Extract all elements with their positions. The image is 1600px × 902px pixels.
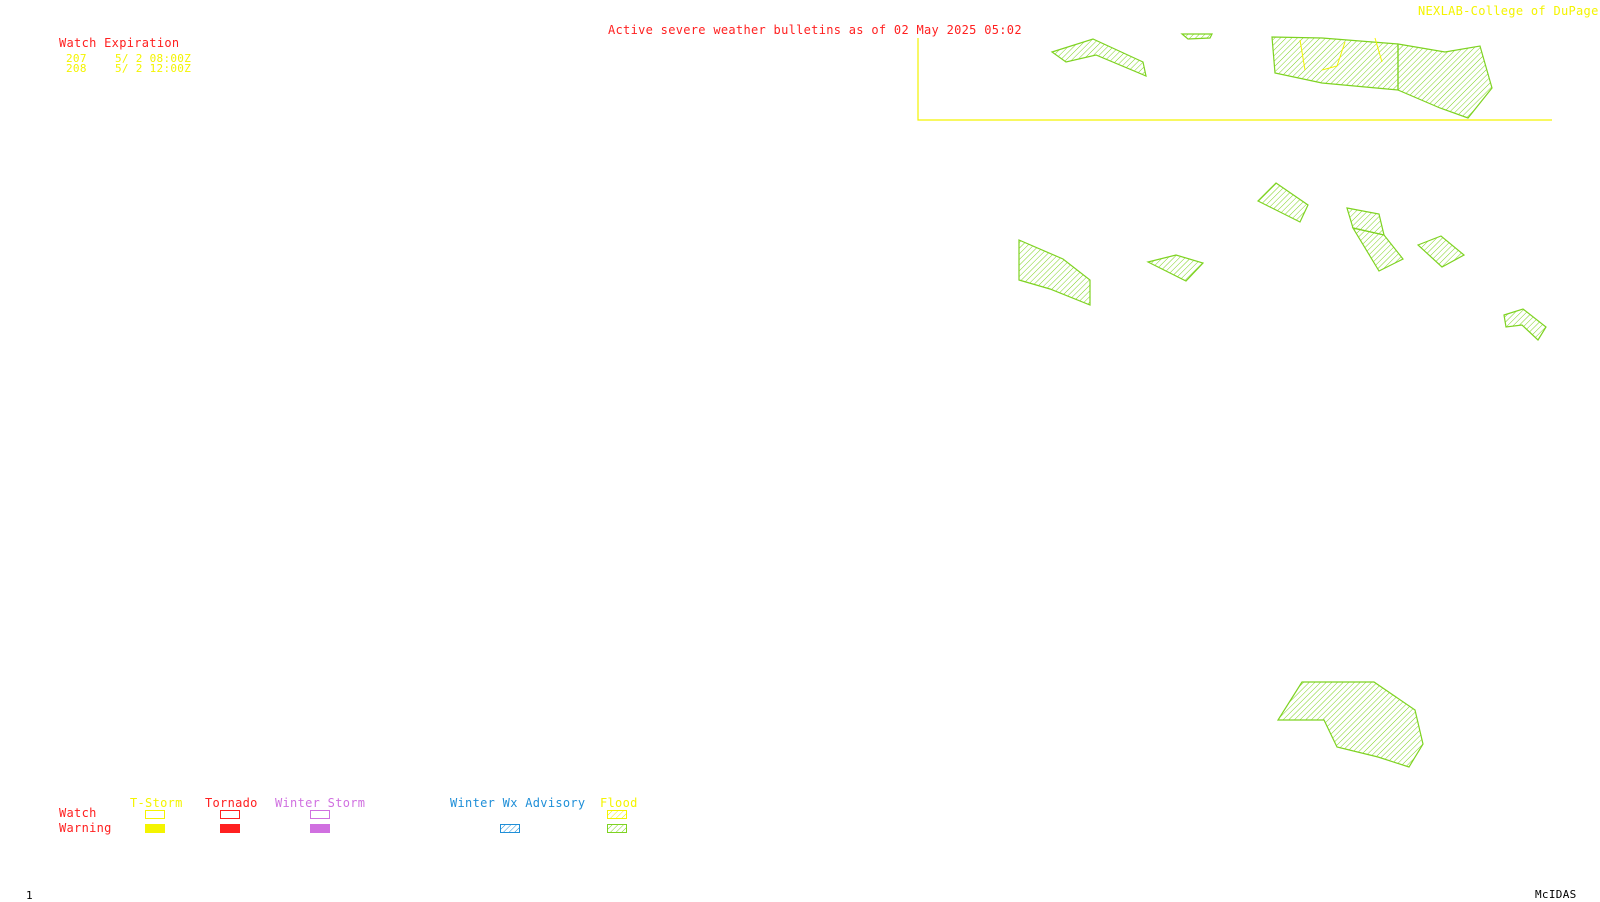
watch-row-207-id: 207 xyxy=(66,52,87,65)
flood-area xyxy=(1256,182,1309,223)
legend-label-flood: Flood xyxy=(600,796,638,810)
flood-areas xyxy=(1018,33,1547,768)
flood-area xyxy=(1351,227,1404,272)
frame-number: 1 xyxy=(26,889,33,902)
flood-area xyxy=(1018,239,1091,306)
watch-row-208-id: 208 xyxy=(66,62,87,75)
legend-swatch-tstorm-warning xyxy=(145,824,165,833)
legend-swatch-winter-storm-warning xyxy=(310,824,330,833)
legend-label-tstorm: T-Storm xyxy=(130,796,183,810)
watch-row-208-expires: 5/ 2 12:00Z xyxy=(115,62,192,75)
software-label: McIDAS xyxy=(1535,888,1577,901)
watch-row-207-expires: 5/ 2 08:00Z xyxy=(115,52,192,65)
legend-swatch-winter-wx-advisory-warning xyxy=(500,824,520,833)
legend-swatch-tornado-warning xyxy=(220,824,240,833)
legend-swatch-tornado-watch xyxy=(220,810,240,819)
flood-area xyxy=(1416,235,1466,268)
watch-box-markings xyxy=(1299,37,1383,71)
legend-label-winter-storm: Winter Storm xyxy=(275,796,366,810)
legend-label-tornado: Tornado xyxy=(205,796,258,810)
legend-swatch-winter-storm-watch xyxy=(310,810,330,819)
flood-area xyxy=(1503,308,1547,341)
legend-swatch-flood-warning xyxy=(607,824,627,833)
legend-row-watch: Watch xyxy=(59,806,97,820)
flood-area xyxy=(1397,43,1493,119)
legend-swatch-tstorm-watch xyxy=(145,810,165,819)
flood-area xyxy=(1050,38,1147,77)
flood-area xyxy=(1271,36,1399,91)
flood-area xyxy=(1180,33,1213,40)
page-title: Active severe weather bulletins as of 02… xyxy=(608,23,1022,37)
source-credit: NEXLAB-College of DuPage R xyxy=(1418,4,1600,18)
flood-area xyxy=(1276,681,1424,768)
legend-label-winter-wx-advisory: Winter Wx Advisory xyxy=(450,796,586,810)
watch-box-outline xyxy=(917,38,1552,121)
legend-swatch-flood-watch xyxy=(607,810,627,819)
watch-expiration-title: Watch Expiration xyxy=(59,36,180,50)
legend-row-warning: Warning xyxy=(59,821,112,835)
flood-area xyxy=(1146,254,1205,282)
